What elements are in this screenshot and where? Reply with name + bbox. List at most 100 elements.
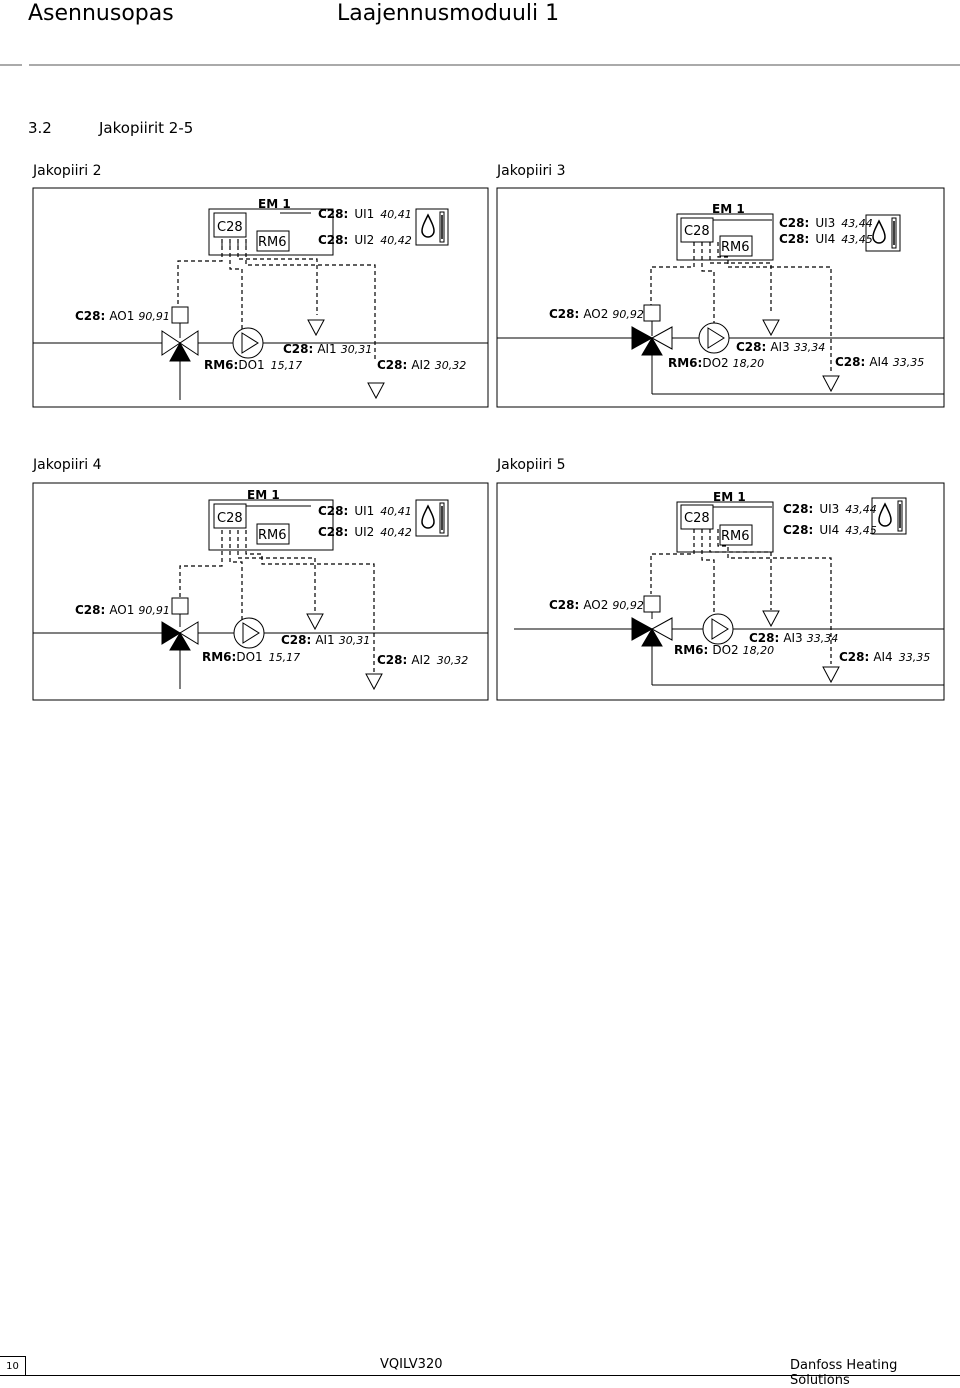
label-bold: RM6: <box>674 643 708 657</box>
label-num: 18,20 <box>733 357 765 370</box>
diagram-title: Jakopiiri 3 <box>497 163 566 179</box>
label-name: AI1 <box>317 342 336 356</box>
pump-icon <box>232 327 264 359</box>
label-bold: C28: <box>283 342 313 356</box>
rm6-box <box>256 523 290 545</box>
label-bold: C28: <box>779 216 809 230</box>
label-name: AI3 <box>770 340 789 354</box>
label-num: 33,35 <box>893 356 925 369</box>
temp-sensor-icon <box>822 375 840 393</box>
label-name: UI3 <box>815 216 835 230</box>
label-bold: C28: <box>318 233 348 247</box>
label-name: AI4 <box>869 355 888 369</box>
valve-actuator <box>643 595 661 613</box>
label-bold: C28: <box>835 355 865 369</box>
label-bold: RM6: <box>204 358 238 372</box>
label-bold: C28: <box>318 504 348 518</box>
pump-icon <box>233 617 265 649</box>
label-num: 40,42 <box>380 526 412 539</box>
label-bold: C28: <box>783 502 813 516</box>
c28-box <box>213 212 247 238</box>
label-num: 90,92 <box>612 599 644 612</box>
label-num: 33,35 <box>899 651 931 664</box>
em-box <box>208 499 334 551</box>
label-bold: C28: <box>318 525 348 539</box>
label-num: 43,44 <box>845 503 877 516</box>
label-num: 43,45 <box>845 524 877 537</box>
label-num: 30,32 <box>435 359 467 372</box>
label-name: UI3 <box>819 502 839 516</box>
label-bold: C28: <box>281 633 311 647</box>
page-number: 10 <box>0 1356 26 1376</box>
label-bold: C28: <box>377 358 407 372</box>
temp-sensor-icon <box>306 613 324 631</box>
header-right-title: Laajennusmoduuli 1 <box>337 1 560 26</box>
label-num: 30,31 <box>339 634 371 647</box>
label-num: 43,44 <box>841 217 873 230</box>
label-num: 90,91 <box>138 310 170 323</box>
temp-sensor-icon <box>307 319 325 337</box>
label-num: 30,31 <box>341 343 373 356</box>
c28-box <box>213 503 247 529</box>
rm6-box <box>719 235 753 257</box>
em-label: EM 1 <box>713 490 746 504</box>
footer-doc-code: VQILV320 <box>380 1357 443 1372</box>
c28-box <box>680 217 714 243</box>
label-name: AI3 <box>783 631 802 645</box>
room-sensor-icon <box>415 208 449 246</box>
label-num: 15,17 <box>271 359 303 372</box>
header-rule <box>29 64 960 66</box>
label-name: UI2 <box>354 525 374 539</box>
label-bold: C28: <box>318 207 348 221</box>
em-box <box>676 213 774 261</box>
c28-box-label: C28 <box>217 220 243 235</box>
label-bold: C28: <box>839 650 869 664</box>
diagram-title: Jakopiiri 2 <box>33 163 102 179</box>
label-num: 43,45 <box>841 233 873 246</box>
label-num: 40,41 <box>380 505 412 518</box>
label-name: AO1 <box>109 603 134 617</box>
temp-sensor-icon <box>367 382 385 400</box>
label-name: AI2 <box>411 358 430 372</box>
label-num: 33,34 <box>807 632 839 645</box>
label-name: UI1 <box>354 207 374 221</box>
label-bold: RM6: <box>668 356 702 370</box>
room-sensor-icon <box>871 497 907 535</box>
c28-box-label: C28 <box>217 511 243 526</box>
footer-company: Danfoss Heating Solutions <box>790 1358 898 1388</box>
diagram-title: Jakopiiri 4 <box>33 457 102 473</box>
room-sensor-icon <box>865 214 901 252</box>
em-label: EM 1 <box>258 197 291 211</box>
valve-actuator <box>171 597 189 615</box>
rm6-box <box>256 230 290 252</box>
section-title: Jakopiirit 2-5 <box>99 119 194 137</box>
label-name: DO2 <box>712 643 738 657</box>
room-sensor-icon <box>415 499 449 537</box>
em-label: EM 1 <box>712 202 745 216</box>
label-name: AO1 <box>109 309 134 323</box>
rm6-box <box>719 524 753 546</box>
footer-rule <box>26 1375 960 1376</box>
em-box <box>208 208 334 256</box>
c28-box-label: C28 <box>684 224 710 239</box>
label-name: AI1 <box>315 633 334 647</box>
label-name: UI4 <box>815 232 835 246</box>
label-name: AI2 <box>411 653 430 667</box>
label-num: 18,20 <box>743 644 775 657</box>
